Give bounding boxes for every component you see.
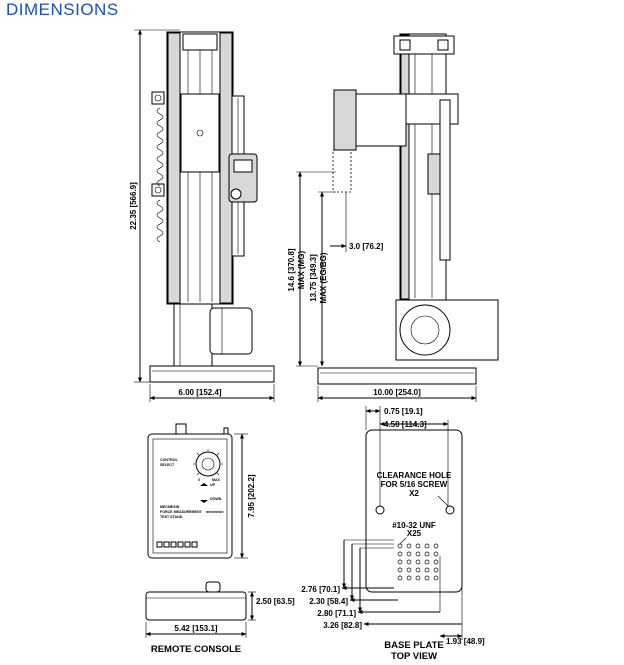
plate-thread-label-1: #10-32 UNF [392, 521, 436, 530]
threaded-hole [415, 551, 421, 557]
threaded-hole [406, 567, 412, 573]
console-control-label: CONTROL [160, 458, 179, 462]
threaded-hole [433, 559, 439, 565]
side-max-eg-label-2: MAX (EG/BG) [319, 252, 328, 303]
console-depth-label: 2.50 [63.5] [256, 597, 295, 606]
page-title: DIMENSIONS [6, 0, 119, 19]
base-plate-outline [365, 429, 463, 593]
side-max-mg-label-2: MAX (MG) [297, 251, 306, 290]
front-crosshead [180, 93, 220, 173]
console-side-knob [205, 581, 221, 593]
console-down-arrow-icon [200, 500, 208, 503]
front-view: 22.35 [566.9] 6.00 [152.4] [129, 29, 275, 402]
side-base-width-label: 10.00 [254.0] [373, 388, 421, 397]
side-load-cell [333, 89, 357, 151]
threaded-hole [415, 559, 421, 565]
console-brand-2: FORCE MEASUREMENT [160, 510, 203, 514]
threaded-hole [406, 575, 412, 581]
threaded-hole [415, 543, 421, 549]
threaded-hole [424, 567, 430, 573]
threaded-hole [397, 543, 403, 549]
console-logo: mecmesin [206, 510, 224, 514]
plate-caption-2: TOP VIEW [391, 651, 437, 662]
plate-clearance-hole-left [375, 505, 385, 515]
console-scale-right: MAX [212, 478, 221, 482]
remote-console-front: CONTROL SELECT 0 MAX UP DOWN MECMESIN FO… [147, 423, 256, 559]
console-control-sub: SELECT [160, 463, 175, 467]
threaded-hole [415, 567, 421, 573]
threaded-hole [397, 559, 403, 565]
plate-dim-230: 2.30 [58.4] [309, 597, 348, 606]
console-brand-3: TEST STAND [160, 515, 183, 519]
plate-clearance-label-3: X2 [409, 489, 419, 498]
console-down-label: DOWN [210, 497, 222, 501]
plate-dim-193: 1.93 [48.9] [446, 637, 485, 646]
plate-dim-450: 4.50 [114.3] [384, 420, 427, 429]
plate-dim-075: 0.75 [19.1] [384, 407, 423, 416]
threaded-hole [397, 575, 403, 581]
threaded-hole [397, 567, 403, 573]
plate-dim-280: 2.80 [71.1] [317, 609, 356, 618]
console-up-label: UP [210, 483, 216, 487]
plate-dim-326: 3.26 [82.8] [323, 621, 362, 630]
console-height-label: 7.95 [202.2] [247, 474, 256, 517]
side-motor-circle [399, 304, 451, 356]
plate-caption-1: BASE PLATE [384, 640, 443, 651]
console-up-arrow-icon [200, 483, 208, 486]
threaded-hole [424, 575, 430, 581]
side-base [317, 367, 477, 385]
threaded-hole [397, 551, 403, 557]
console-brand-1: MECMESIN [160, 505, 180, 509]
front-upper-knob [151, 91, 165, 105]
side-max-eg-label-1: 13.75 [349.3] [309, 254, 318, 302]
threaded-hole [433, 567, 439, 573]
side-arm [355, 93, 407, 147]
console-button-row [156, 541, 198, 548]
plate-threaded-hole-grid [397, 543, 439, 581]
plate-clearance-label-2: FOR 5/16 SCREW [381, 480, 448, 489]
front-height-label: 22.35 [566.9] [129, 182, 138, 230]
threaded-hole [406, 559, 412, 565]
threaded-hole [424, 543, 430, 549]
console-scale-left: 0 [198, 478, 200, 482]
threaded-hole [433, 551, 439, 557]
side-extended-position [332, 149, 352, 193]
front-top-block [182, 33, 218, 51]
front-cable-spring [156, 107, 164, 187]
threaded-hole [424, 559, 430, 565]
front-base-width-label: 6.00 [152.4] [178, 388, 221, 397]
threaded-hole [415, 575, 421, 581]
threaded-hole [424, 551, 430, 557]
console-side-body [145, 591, 247, 621]
threaded-hole [433, 575, 439, 581]
threaded-hole [406, 543, 412, 549]
plate-clearance-hole-right [445, 505, 455, 515]
side-max-mg-label-1: 14.6 [370.8] [287, 248, 296, 291]
base-plate-top-view: 0.75 [19.1] 4.50 [114.3] CLEARANCE HOLE … [301, 406, 485, 662]
side-view: 14.6 [370.8] MAX (MG) 13.75 [349.3] MAX … [287, 33, 499, 402]
front-base [149, 365, 275, 383]
side-arm-label: 3.0 [76.2] [349, 242, 384, 251]
console-dial [195, 451, 221, 477]
front-lower-knob [151, 183, 165, 197]
console-width-label: 5.42 [153.1] [174, 624, 217, 633]
threaded-hole [433, 543, 439, 549]
remote-console-side: 2.50 [63.5] 5.42 [153.1] REMOTE CONSOLE [145, 581, 295, 655]
threaded-hole [406, 551, 412, 557]
console-caption: REMOTE CONSOLE [151, 644, 241, 655]
plate-thread-label-2: X25 [407, 529, 422, 538]
front-motor [209, 307, 253, 355]
console-body [147, 433, 233, 559]
plate-dim-276: 2.76 [70.1] [301, 585, 340, 594]
plate-clearance-label-1: CLEARANCE HOLE [377, 471, 452, 480]
